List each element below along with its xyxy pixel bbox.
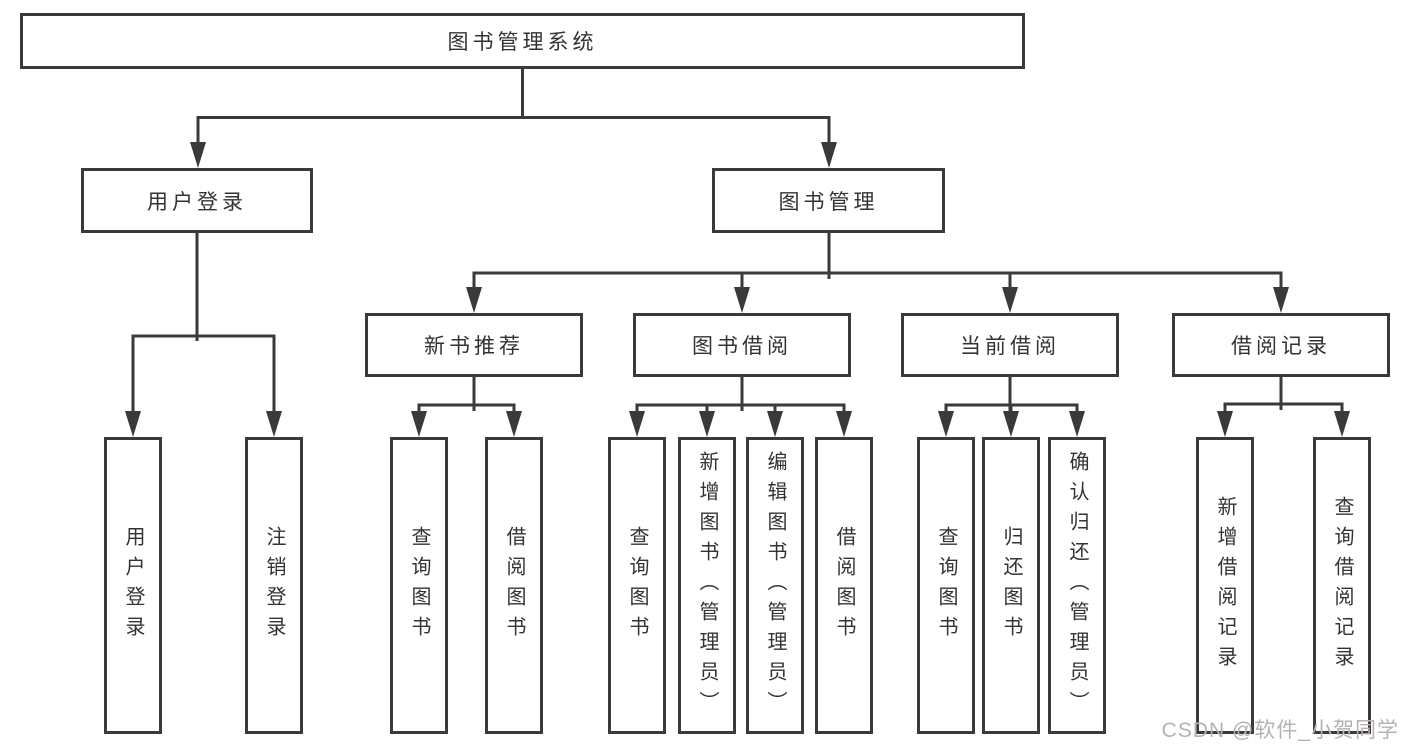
leaf-logout: 注销登录 bbox=[245, 437, 303, 734]
leaf-borrow-books: 借阅图书 bbox=[815, 437, 873, 734]
leaf-query-borrow-record: 查询借阅记录 bbox=[1313, 437, 1371, 734]
leaf-query-books-current: 查询图书 bbox=[917, 437, 975, 734]
node-book-management: 图书管理 bbox=[712, 168, 945, 233]
leaf-add-borrow-record: 新增借阅记录 bbox=[1196, 437, 1254, 734]
leaf-user-login-label: 用户登录 bbox=[122, 525, 144, 646]
root-node-label: 图书管理系统 bbox=[447, 31, 598, 54]
leaf-borrow-books-label: 借阅图书 bbox=[833, 525, 855, 646]
leaf-logout-label: 注销登录 bbox=[263, 525, 285, 646]
node-borrowing-records: 借阅记录 bbox=[1172, 313, 1390, 377]
leaf-edit-book-admin: 编辑图书（管理员） bbox=[746, 437, 804, 734]
node-borrowing-records-label: 借阅记录 bbox=[1231, 335, 1331, 358]
node-book-borrowing-label: 图书借阅 bbox=[692, 335, 792, 358]
leaf-confirm-return-admin-label: 确认归还（管理员） bbox=[1066, 450, 1088, 721]
leaf-user-login: 用户登录 bbox=[104, 437, 162, 734]
root-node: 图书管理系统 bbox=[20, 13, 1025, 69]
leaf-query-books-borrow-label: 查询图书 bbox=[626, 525, 648, 646]
leaf-borrow-books-recommend: 借阅图书 bbox=[485, 437, 543, 734]
leaf-add-borrow-record-label: 新增借阅记录 bbox=[1214, 495, 1236, 676]
node-new-book-recommendation: 新书推荐 bbox=[365, 313, 583, 377]
node-user-login-label: 用户登录 bbox=[147, 190, 247, 214]
connector-book-management bbox=[466, 232, 1289, 313]
node-user-login: 用户登录 bbox=[81, 168, 313, 233]
node-current-borrowing-label: 当前借阅 bbox=[960, 335, 1060, 358]
node-book-management-label: 图书管理 bbox=[778, 190, 879, 214]
leaf-return-books-label: 归还图书 bbox=[1000, 525, 1022, 646]
connector-current-borrowing bbox=[938, 376, 1085, 437]
node-current-borrowing: 当前借阅 bbox=[901, 313, 1119, 377]
watermark: CSDN @软件_小贺同学 bbox=[1161, 719, 1399, 742]
leaf-query-books-borrow: 查询图书 bbox=[608, 437, 666, 734]
leaf-borrow-books-recommend-label: 借阅图书 bbox=[503, 525, 525, 646]
leaf-return-books: 归还图书 bbox=[982, 437, 1040, 734]
leaf-query-books-recommend: 查询图书 bbox=[390, 437, 448, 734]
leaf-query-books-current-label: 查询图书 bbox=[935, 525, 957, 646]
leaf-query-borrow-record-label: 查询借阅记录 bbox=[1331, 495, 1353, 676]
leaf-query-books-recommend-label: 查询图书 bbox=[408, 525, 430, 646]
connector-user-login bbox=[125, 232, 282, 437]
connector-root bbox=[190, 67, 837, 168]
leaf-add-book-admin: 新增图书（管理员） bbox=[678, 437, 736, 734]
connector-book-borrowing bbox=[629, 376, 852, 437]
leaf-confirm-return-admin: 确认归还（管理员） bbox=[1048, 437, 1106, 734]
node-new-book-recommendation-label: 新书推荐 bbox=[424, 335, 524, 358]
node-book-borrowing: 图书借阅 bbox=[633, 313, 851, 377]
connector-borrowing-records bbox=[1217, 376, 1350, 437]
leaf-edit-book-admin-label: 编辑图书（管理员） bbox=[764, 450, 786, 721]
connector-new-book-recommendation bbox=[411, 376, 522, 437]
leaf-add-book-admin-label: 新增图书（管理员） bbox=[696, 450, 718, 721]
